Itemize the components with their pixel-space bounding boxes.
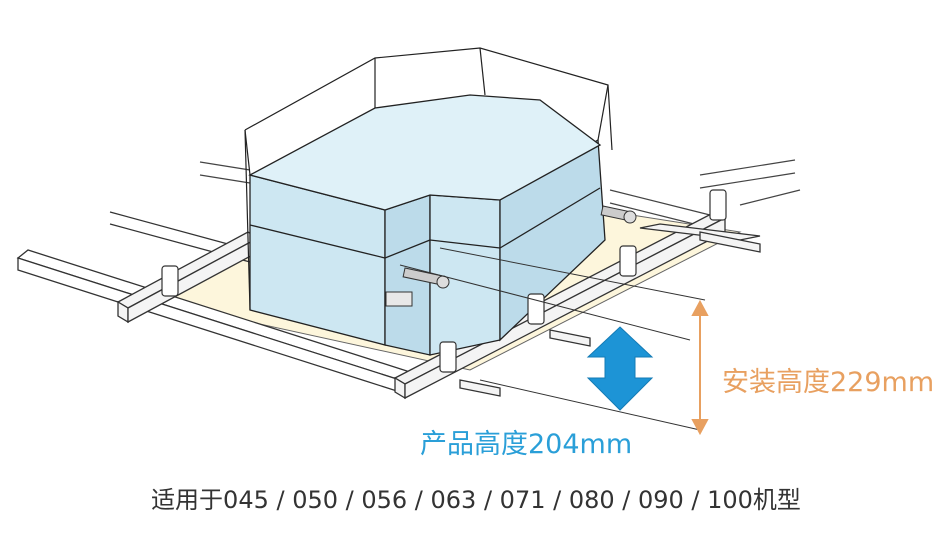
unit-body bbox=[249, 138, 606, 356]
install-height-dimension bbox=[691, 299, 709, 436]
product-height-arrow bbox=[586, 326, 654, 411]
install-height-label: 安装高度229mm bbox=[722, 367, 935, 398]
rail-left bbox=[16, 211, 412, 393]
unit-frame bbox=[244, 47, 613, 311]
pipe-connectors bbox=[385, 205, 637, 307]
cross-rail-right bbox=[459, 223, 761, 397]
cross-rail-left bbox=[116, 231, 260, 324]
product-height-label: 产品高度204mm bbox=[420, 429, 633, 460]
ceiling-rails-far bbox=[199, 159, 801, 229]
model-caption: 适用于045 / 050 / 056 / 063 / 071 / 080 / 0… bbox=[151, 486, 801, 514]
dimension-guides bbox=[399, 247, 706, 431]
unit-top bbox=[248, 94, 602, 211]
